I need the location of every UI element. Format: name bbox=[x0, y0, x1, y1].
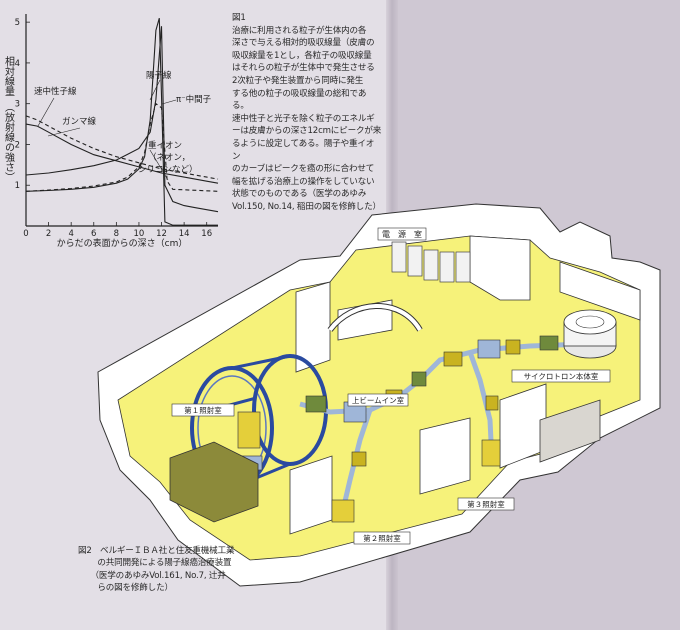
wall-segment bbox=[290, 456, 332, 534]
figure2-caption-line: らの図を修飾した） bbox=[78, 582, 288, 594]
label-cyclotron-room: サイクロトロン本体室 bbox=[524, 371, 599, 381]
label-treatment-room-3: 第３照射室 bbox=[467, 499, 505, 509]
label-treatment-room-2: 第２照射室 bbox=[363, 533, 401, 543]
label-treatment-room-1: 第１照射室 bbox=[184, 405, 222, 415]
figure2-caption: 図2 ベルギーＩＢＡ社と住友重機械工業 の共同開発による陽子線癌治療装置 （医学… bbox=[78, 545, 288, 595]
figure2-caption-line: （医学のあゆみVol.161, No.7, 辻井 bbox=[78, 570, 288, 582]
figure2-caption-lines: 図2 ベルギーＩＢＡ社と住友重機械工業 の共同開発による陽子線癌治療装置 （医学… bbox=[78, 545, 288, 595]
figure2-caption-line: 図2 ベルギーＩＢＡ社と住友重機械工業 bbox=[78, 545, 288, 557]
label-power-room: 電 源 室 bbox=[382, 229, 422, 239]
label-beamline-room: 上ビームイン室 bbox=[352, 395, 405, 405]
figure2-caption-line: の共同開発による陽子線癌治療装置 bbox=[78, 557, 288, 569]
cyclotron bbox=[564, 310, 616, 358]
